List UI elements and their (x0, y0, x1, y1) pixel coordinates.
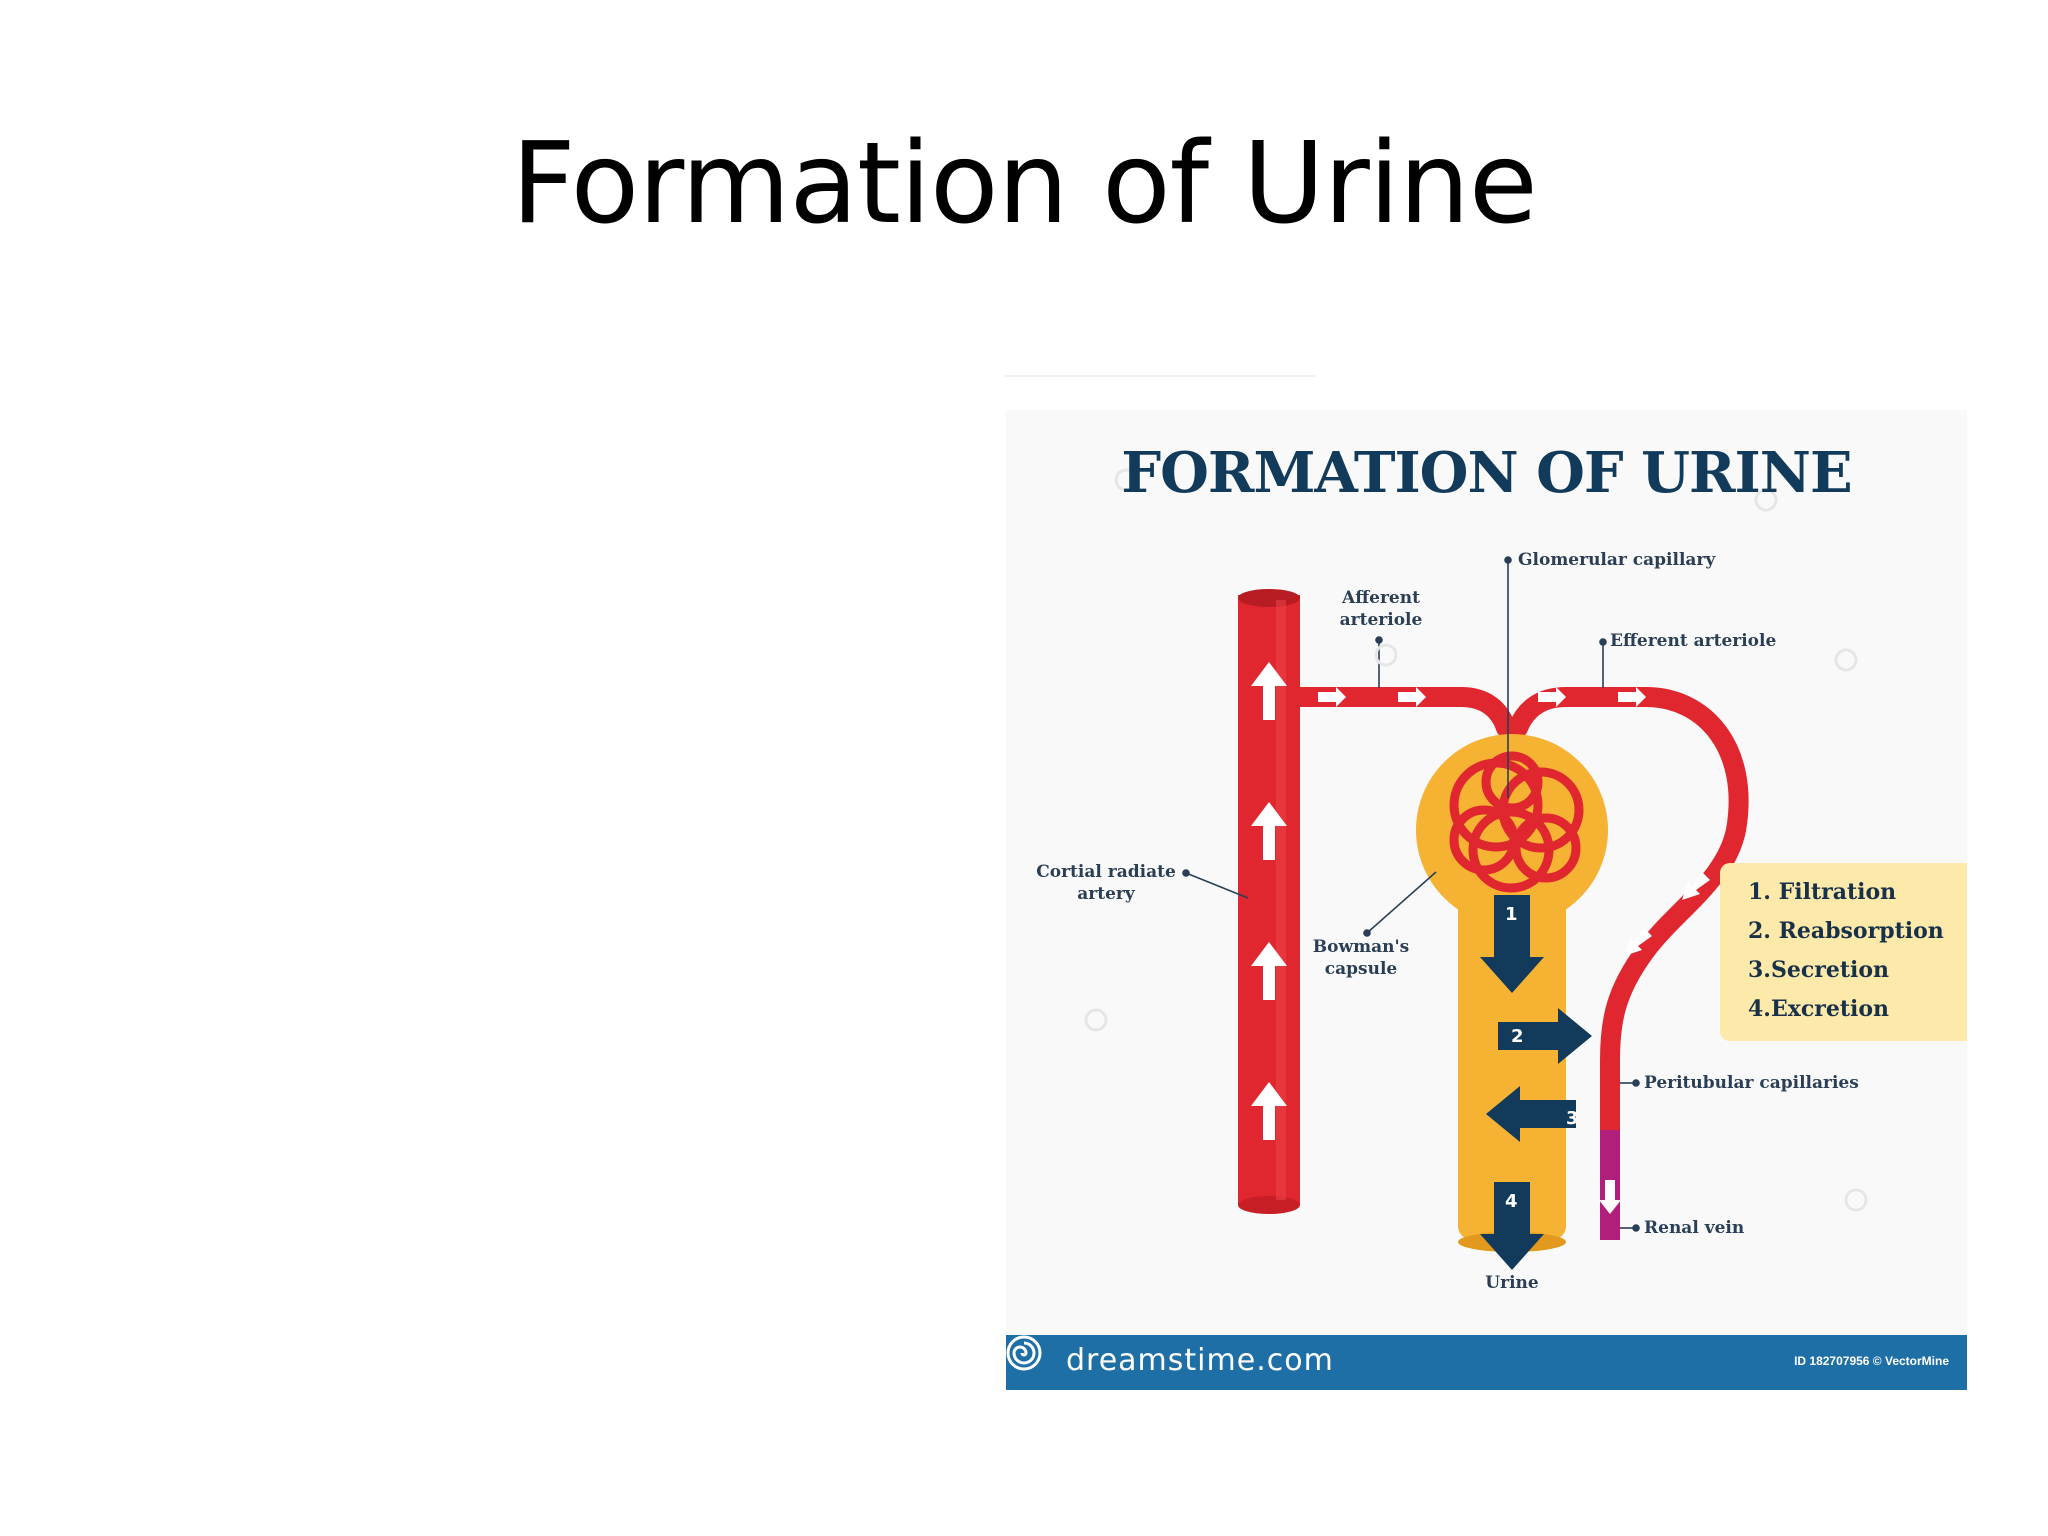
step-badge-3: 3 (1566, 1108, 1579, 1129)
label-glomerular-capillary: Glomerular capillary (1518, 550, 1716, 570)
label-leader-lines (1182, 556, 1640, 1232)
arteriole-flow-arrows (1318, 687, 1710, 1214)
figure-top-rule (1005, 375, 1315, 377)
step-badge-2: 2 (1511, 1026, 1524, 1047)
label-peritubular-capillaries: Peritubular capillaries (1644, 1073, 1859, 1093)
label-cortial-radiate-artery: Cortial radiate artery (1036, 862, 1176, 904)
reabsorption-arrow (1498, 1008, 1592, 1064)
process-legend: 1. Filtration 2. Reabsorption 3.Secretio… (1720, 863, 1967, 1041)
step-badge-1: 1 (1505, 904, 1518, 925)
figure-title: FORMATION OF URINE (1121, 440, 1852, 506)
legend-item-filtration: 1. Filtration (1748, 879, 1897, 905)
label-urine: Urine (1485, 1273, 1539, 1293)
step-badge-4: 4 (1505, 1191, 1518, 1212)
blood-flow-up-arrows (1251, 662, 1287, 1140)
label-renal-vein: Renal vein (1644, 1218, 1745, 1238)
legend-item-excretion: 4.Excretion (1748, 996, 1890, 1022)
legend-item-secretion: 3.Secretion (1748, 957, 1890, 983)
slide-title: Formation of Urine (511, 119, 1538, 249)
excretion-arrow (1480, 1182, 1544, 1270)
nephron-diagram: 1 2 3 4 (1084, 468, 1868, 1270)
label-bowmans-capsule: Bowman's capsule (1312, 937, 1410, 979)
legend-item-reabsorption: 2. Reabsorption (1748, 918, 1944, 944)
dreamstime-logo-icon (1006, 1335, 1042, 1371)
brand-name: dreamstime.com (1066, 1343, 1334, 1378)
watermark (1084, 468, 1868, 1212)
label-afferent-arteriole: Afferent arteriole (1339, 588, 1423, 630)
label-efferent-arteriole: Efferent arteriole (1610, 631, 1777, 651)
afferent-arteriole (1288, 687, 1516, 738)
stock-banner: dreamstime.com ID 182707956 © VectorMine (1006, 1335, 1967, 1390)
stock-id: ID 182707956 © VectorMine (1794, 1354, 1949, 1368)
step-badges: 1 2 3 4 (1505, 904, 1579, 1212)
urine-formation-figure: 1 2 3 4 FORMATION OF URINE Glomerular ca… (1006, 410, 1967, 1390)
process-arrows (1480, 895, 1592, 1270)
filtration-arrow (1480, 895, 1544, 993)
secretion-arrow (1486, 1086, 1576, 1142)
glomerular-capillary-tuft (1449, 751, 1584, 893)
